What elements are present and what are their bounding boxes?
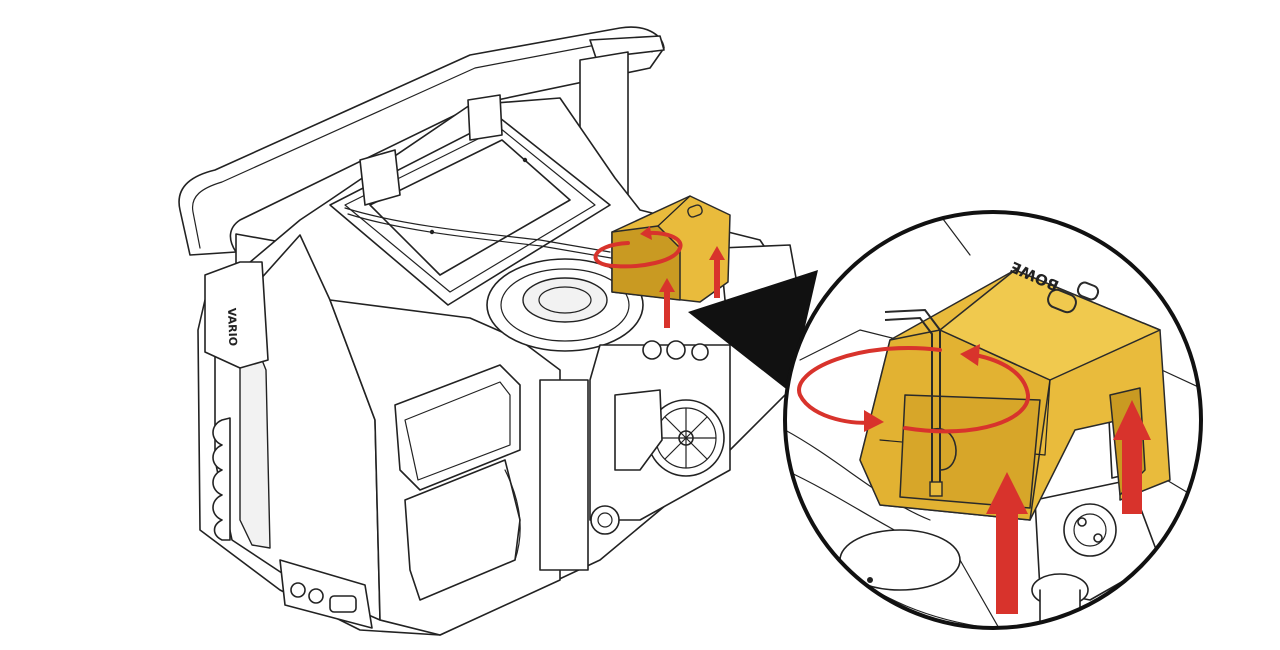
machine-body: VARIO bbox=[178, 26, 801, 636]
lift-up-arrow-icon-small bbox=[659, 246, 725, 328]
rotate-arrow-icon-small bbox=[593, 226, 683, 269]
callout-pointer bbox=[688, 270, 818, 392]
rotate-arrow-icon bbox=[797, 344, 1030, 434]
lift-up-arrow-icon bbox=[986, 400, 1151, 614]
svg-text:VARIO: VARIO bbox=[225, 308, 239, 347]
zoom-detail: BOWE bbox=[783, 210, 1203, 630]
